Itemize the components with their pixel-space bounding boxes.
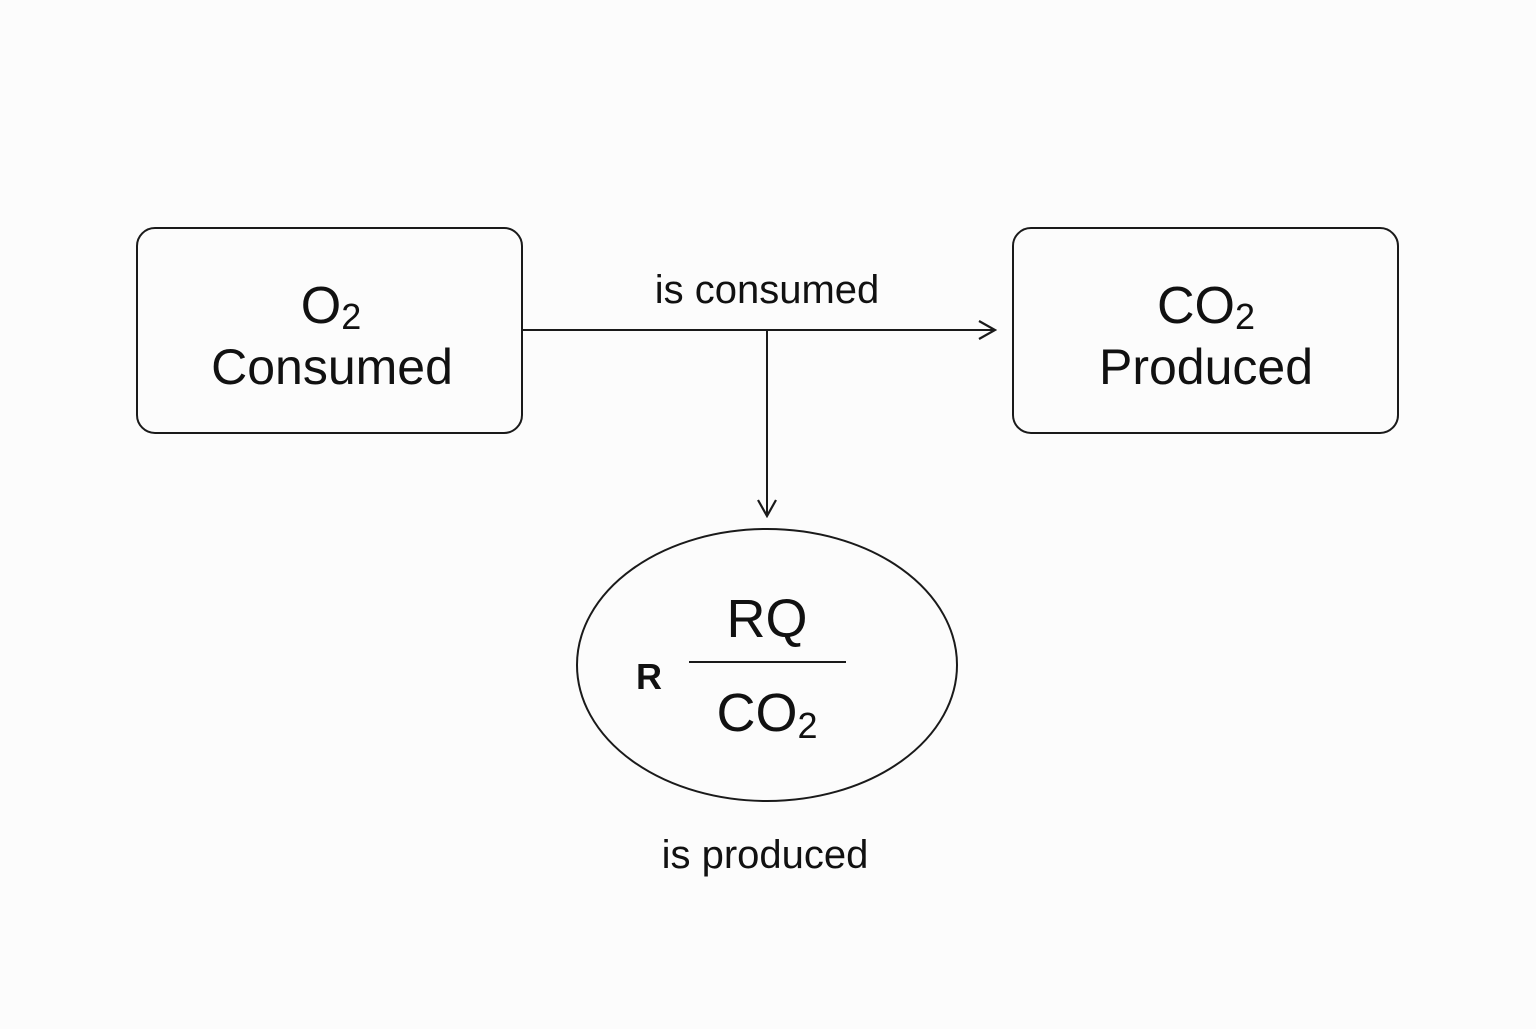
co2-produced-label: Produced (1099, 339, 1313, 395)
rq-node: R RQ CO2 (576, 528, 958, 802)
co2-formula-main: CO (1157, 277, 1235, 335)
o2-consumed-label: Consumed (211, 339, 453, 395)
rq-denominator: CO2 (716, 683, 817, 746)
rq-prefix: R (636, 656, 662, 697)
co2-formula: CO2 (1157, 277, 1255, 337)
rq-denominator-main: CO (716, 683, 797, 743)
co2-formula-sub: 2 (1235, 296, 1255, 337)
o2-formula-main: O (301, 277, 341, 335)
rq-numerator: RQ (727, 589, 808, 649)
o2-formula-sub: 2 (341, 296, 361, 337)
is-consumed-label: is consumed (655, 268, 880, 312)
rq-ellipse (576, 528, 958, 802)
o2-consumed-node: O2 Consumed (136, 227, 523, 434)
rq-denominator-sub: 2 (797, 705, 817, 746)
co2-produced-box (1012, 227, 1399, 434)
is-produced-label: is produced (662, 833, 869, 877)
o2-formula: O2 (301, 277, 361, 337)
co2-produced-node: CO2 Produced (1012, 227, 1399, 434)
